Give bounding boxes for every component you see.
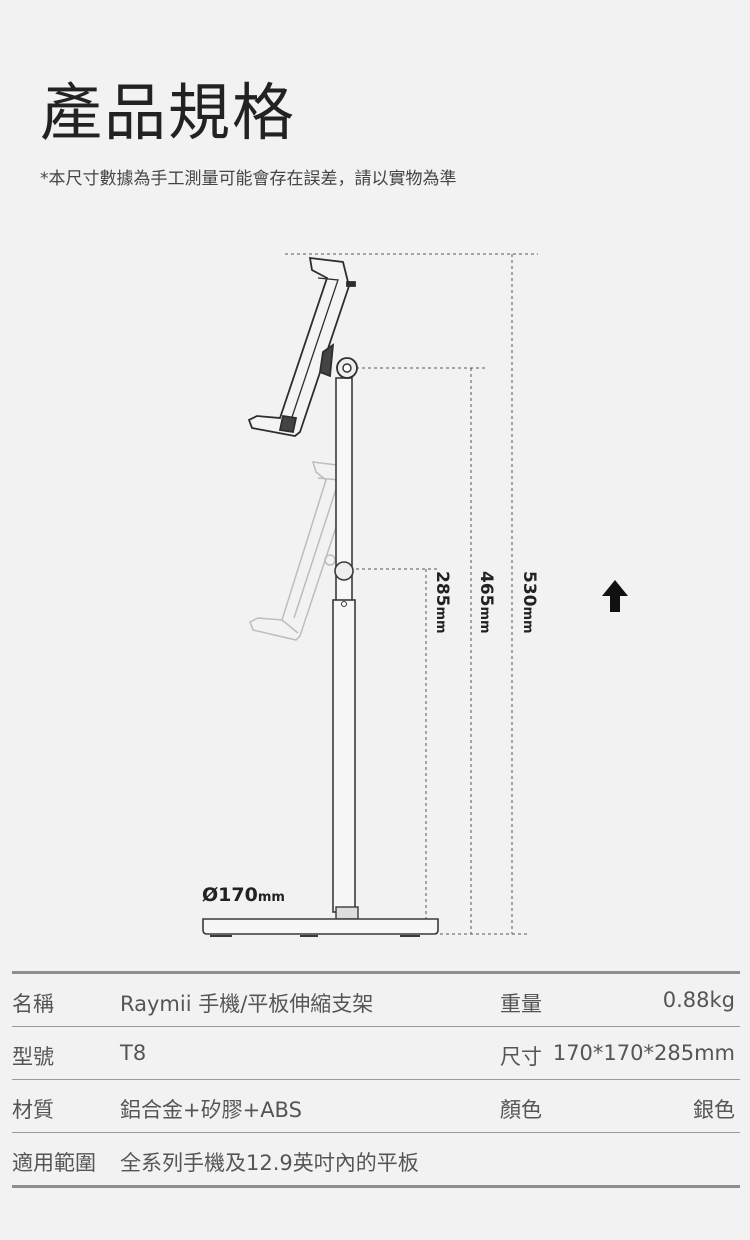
base-diameter: Ø170mm: [202, 884, 285, 906]
up-arrow-icon: [602, 580, 628, 612]
weight-label: 重量: [500, 992, 542, 1016]
size-label: 尺寸: [500, 1045, 542, 1069]
color-label: 顏色: [500, 1098, 542, 1122]
raised-holder: [247, 256, 356, 437]
dimension-285: 285mm: [432, 571, 452, 634]
page-title: 產品規格: [40, 76, 297, 149]
dimension-530: 530mm: [519, 571, 539, 634]
measurement-note: *本尺寸數據為手工測量可能會存在誤差，請以實物為準: [40, 169, 457, 189]
base: [202, 918, 439, 935]
spec-table: 名稱 Raymii 手機/平板伸縮支架 重量 0.88kg 型號 T8 尺寸 1…: [12, 971, 740, 1188]
material-value: 鋁合金+矽膠+ABS: [120, 1098, 302, 1122]
spec-row-model: 型號 T8 尺寸 170*170*285mm: [12, 1026, 740, 1079]
model-label: 型號: [12, 1045, 54, 1069]
model-value: T8: [120, 1041, 147, 1065]
dimension-465: 465mm: [476, 571, 496, 634]
spec-row-name: 名稱 Raymii 手機/平板伸縮支架 重量 0.88kg: [12, 971, 740, 1026]
scope-label: 適用範圍: [12, 1151, 96, 1175]
size-value: 170*170*285mm: [552, 1041, 735, 1065]
weight-value: 0.88kg: [662, 988, 735, 1012]
spec-row-scope: 適用範圍 全系列手機及12.9英吋內的平板: [12, 1132, 740, 1188]
scope-value: 全系列手機及12.9英吋內的平板: [120, 1151, 419, 1175]
product-diagram: [202, 253, 538, 937]
name-label: 名稱: [12, 992, 54, 1016]
material-label: 材質: [12, 1098, 54, 1122]
lower-pole: [332, 599, 356, 913]
spec-row-material: 材質 鋁合金+矽膠+ABS 顏色 銀色: [12, 1079, 740, 1132]
name-value: Raymii 手機/平板伸縮支架: [120, 992, 374, 1016]
color-value: 銀色: [693, 1098, 735, 1122]
